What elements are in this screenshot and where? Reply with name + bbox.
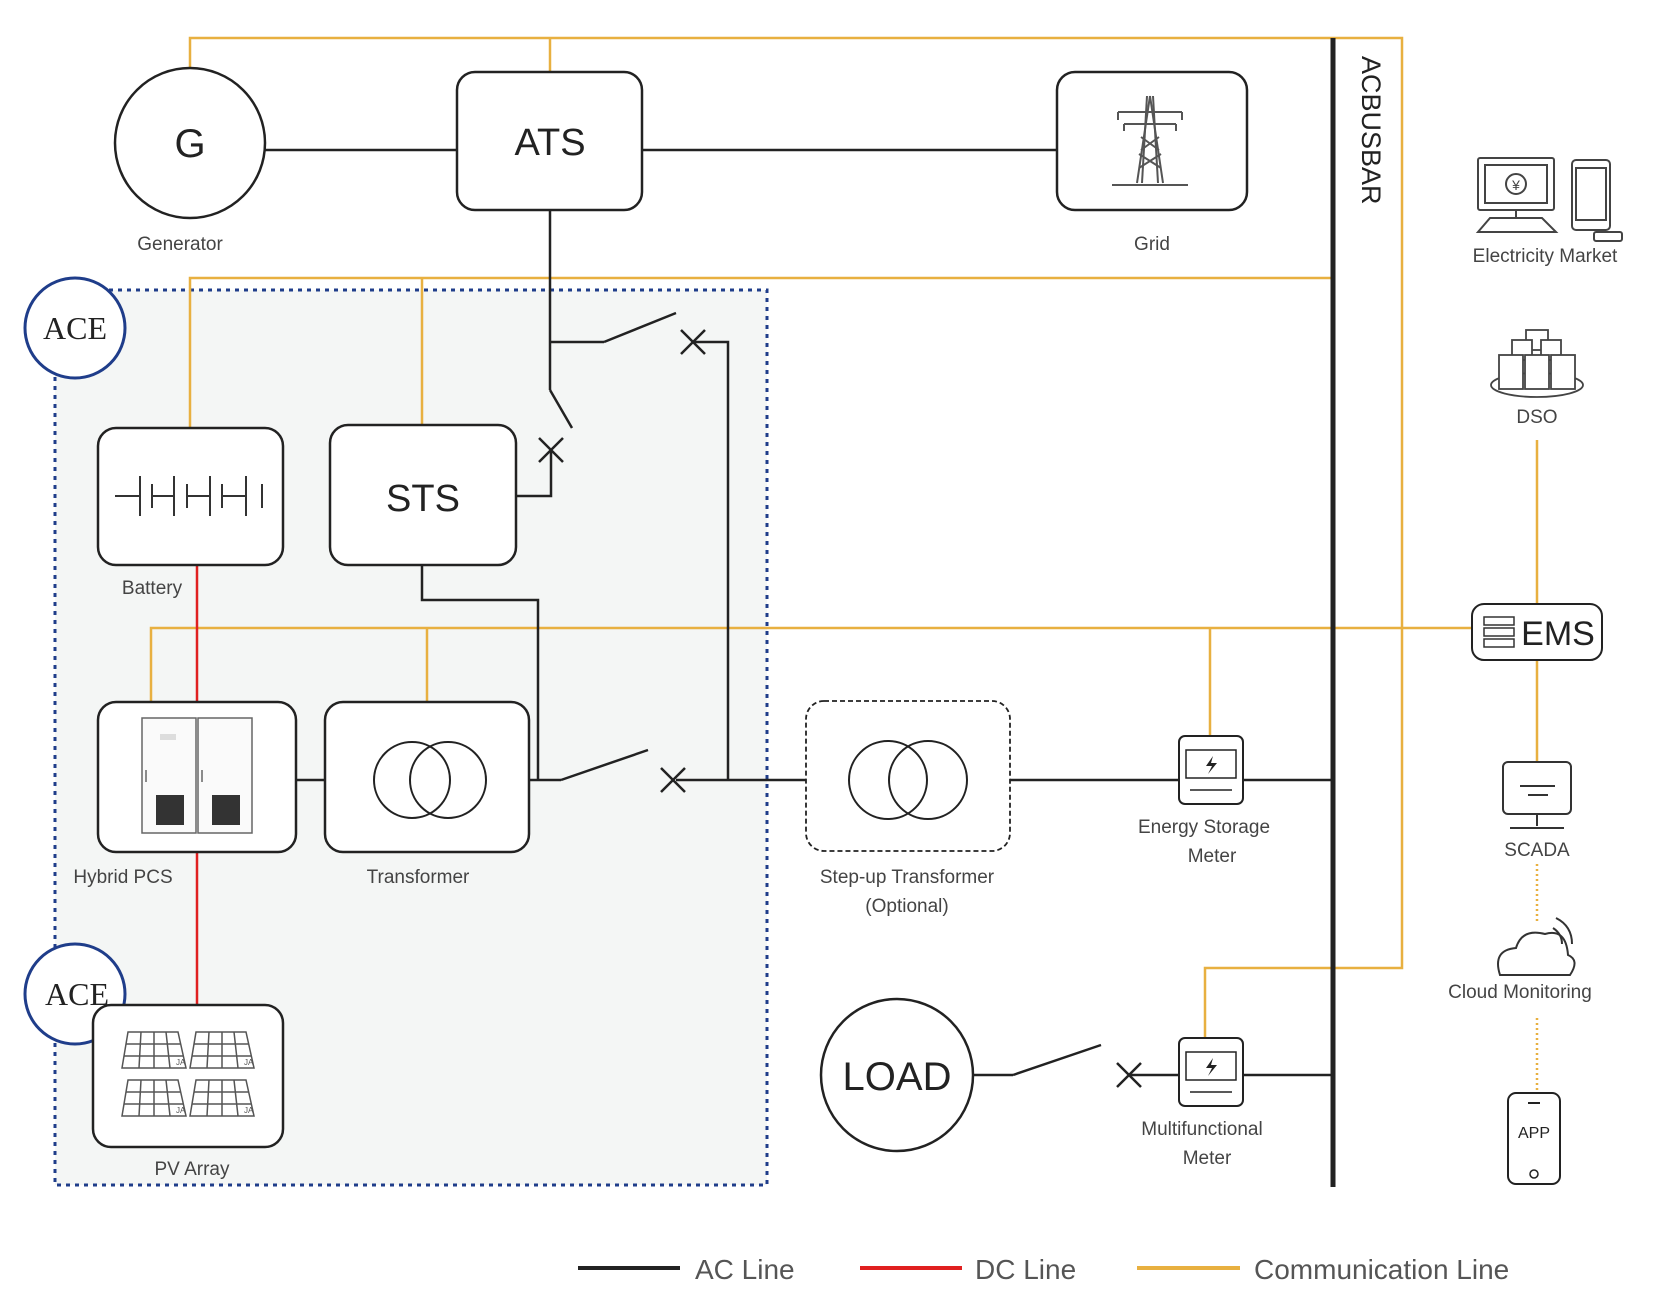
svg-text:¥: ¥: [1511, 177, 1520, 193]
ems-label: EMS: [1521, 615, 1595, 653]
cloud-monitoring-label: Cloud Monitoring: [1448, 982, 1592, 1003]
svg-text:JA: JA: [176, 1058, 186, 1067]
svg-text:ACE: ACE: [43, 310, 107, 346]
breaker-marks: [538, 329, 1142, 1088]
ac-busbar-label: ACBUSBAR: [1356, 56, 1386, 205]
transformer-box[interactable]: [323, 700, 531, 854]
svg-text:AC Line: AC Line: [695, 1254, 795, 1285]
bolt-icon: [1206, 756, 1217, 774]
svg-text:JA: JA: [244, 1058, 254, 1067]
ats-symbol: ATS: [514, 122, 585, 164]
grid-box[interactable]: [1055, 70, 1249, 212]
generator-symbol: G: [174, 122, 205, 166]
energy-storage-meter-label-line2: Meter: [1188, 846, 1237, 867]
transformer-icon: [373, 741, 487, 819]
multifunctional-meter[interactable]: [1178, 1037, 1244, 1107]
cloud-icon: [1497, 917, 1576, 976]
breaker-x-icon: [680, 329, 706, 355]
communication-lines: [149, 36, 1539, 1093]
breaker-x-icon: [1116, 1062, 1142, 1088]
electricity-market-icon: ¥: [1475, 157, 1623, 242]
transformer-icon: [848, 740, 968, 820]
breaker-x-icon: [660, 767, 686, 793]
app-icon[interactable]: APP: [1507, 1092, 1561, 1185]
load[interactable]: LOAD: [819, 997, 975, 1153]
svg-text:ACE: ACE: [45, 976, 109, 1012]
multifunctional-meter-label-line2: Meter: [1183, 1148, 1232, 1169]
svg-text:DC Line: DC Line: [975, 1254, 1076, 1285]
pv-array-label: PV Array: [155, 1159, 230, 1180]
ace-badge: ACE: [23, 276, 127, 380]
bolt-icon: [1206, 1058, 1217, 1076]
svg-text:Communication Line: Communication Line: [1254, 1254, 1509, 1285]
load-symbol: LOAD: [843, 1055, 952, 1099]
legend: AC Line DC Line Communication Line: [578, 1254, 1509, 1285]
server-rack-icon: [1483, 616, 1515, 648]
step-up-transformer-box[interactable]: [805, 700, 1011, 852]
ats-box[interactable]: ATS: [455, 70, 644, 212]
battery-cells-icon: [115, 476, 263, 516]
hybrid-pcs-label: Hybrid PCS: [73, 867, 172, 888]
ems-box[interactable]: EMS: [1471, 603, 1603, 661]
breaker-x-icon: [538, 437, 564, 463]
scada-label: SCADA: [1504, 840, 1570, 861]
cabinet-icon: [141, 717, 253, 834]
legend-communication-line: Communication Line: [1137, 1254, 1509, 1285]
dso-icon: [1490, 329, 1584, 398]
ac-lines: [265, 148, 1333, 1077]
svg-text:JA: JA: [244, 1106, 254, 1115]
sts-box[interactable]: STS: [328, 423, 518, 567]
generator-label: Generator: [137, 234, 223, 255]
transmission-tower-icon: [1112, 95, 1188, 186]
electricity-market-label: Electricity Market: [1473, 246, 1618, 267]
grid-label: Grid: [1134, 234, 1170, 255]
scada-icon[interactable]: [1502, 761, 1572, 829]
solar-panel-icon: [121, 1031, 255, 1117]
step-up-transformer-label-line1: Step-up Transformer: [820, 867, 995, 888]
dso-label: DSO: [1516, 407, 1557, 428]
battery-label: Battery: [122, 578, 183, 599]
legend-ac-line: AC Line: [578, 1254, 795, 1285]
battery-box[interactable]: [96, 426, 285, 567]
pv-array-box[interactable]: JA JA JA JA: [91, 1003, 285, 1149]
sts-symbol: STS: [386, 478, 460, 520]
transformer-label: Transformer: [367, 867, 470, 888]
energy-storage-meter-label-line1: Energy Storage: [1138, 817, 1270, 838]
hybrid-pcs-box[interactable]: [96, 700, 298, 854]
svg-text:JA: JA: [176, 1106, 186, 1115]
app-label: APP: [1518, 1125, 1550, 1142]
energy-storage-meter[interactable]: [1178, 735, 1244, 805]
multifunctional-meter-label-line1: Multifunctional: [1141, 1119, 1262, 1140]
generator[interactable]: G: [113, 66, 267, 220]
legend-dc-line: DC Line: [860, 1254, 1076, 1285]
step-up-transformer-label-line2: (Optional): [865, 896, 948, 917]
